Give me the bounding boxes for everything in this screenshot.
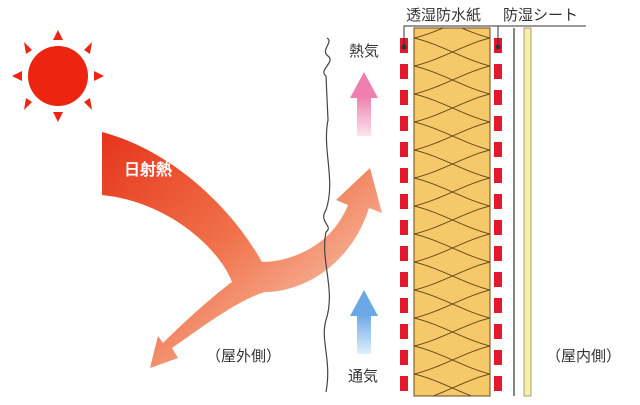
ventilation-label: 通気	[348, 367, 379, 385]
insulation-fiber	[414, 261, 490, 291]
indoor-side-label: （屋内側）	[546, 347, 622, 365]
interior-board	[523, 27, 532, 397]
insulation-fiber	[414, 373, 490, 396]
membrane-dash	[400, 168, 408, 183]
insulation-fiber	[414, 149, 490, 179]
insulation-fiber	[414, 93, 490, 123]
vapor-barrier-dash	[494, 220, 502, 235]
vapor-barrier-label: 防湿シート	[503, 6, 579, 24]
membrane-dash	[400, 116, 408, 131]
outer-siding-line	[323, 37, 331, 393]
insulation-fiber	[414, 345, 490, 375]
vapor-barrier-dash	[494, 298, 502, 313]
solar-heat-label: 日射熱	[124, 160, 173, 179]
insulation-fiber	[414, 233, 490, 263]
vapor-barrier-dash	[494, 142, 502, 157]
insulation-fiber	[414, 28, 490, 39]
insulation-fiber	[414, 121, 490, 151]
vapor-barrier-dash	[494, 194, 502, 209]
insulation-block	[413, 27, 491, 397]
membrane-dash	[400, 298, 408, 313]
solar-heat-arrow	[102, 132, 382, 368]
outdoor-side-label: （屋外側）	[206, 347, 282, 365]
insulation-fiber	[414, 289, 490, 319]
vapor-barrier-dash	[494, 272, 502, 287]
insulation-fiber	[414, 317, 490, 347]
sun-icon	[12, 30, 104, 122]
insulation-fiber	[414, 65, 490, 95]
vapor-barrier-dash	[494, 168, 502, 183]
membrane-dash	[400, 272, 408, 287]
membrane-dash	[400, 376, 408, 391]
insulation-fiber	[414, 37, 490, 67]
membrane-dash	[400, 324, 408, 339]
membrane-dash	[400, 350, 408, 365]
vapor-barrier-dash	[494, 246, 502, 261]
membrane-dash	[400, 220, 408, 235]
vapor-barrier-membrane	[494, 38, 502, 391]
insulation-fiber	[414, 177, 490, 207]
membrane-dash	[400, 90, 408, 105]
ventilation-up-arrow	[350, 290, 378, 354]
insulation-fiber	[414, 205, 490, 235]
membrane-dash	[400, 194, 408, 209]
vapor-barrier-dash	[494, 116, 502, 131]
vapor-barrier-dash	[494, 350, 502, 365]
vapor-barrier-dash	[494, 376, 502, 391]
membrane-dash	[400, 64, 408, 79]
heat-up-arrow	[350, 72, 378, 136]
membrane-dash	[400, 246, 408, 261]
label-leaders	[401, 25, 586, 50]
vapor-barrier-dash	[494, 324, 502, 339]
breathable-membrane	[400, 38, 408, 391]
breathable-sheet-label: 透湿防水紙	[406, 6, 482, 24]
membrane-dash	[400, 142, 408, 157]
vapor-barrier-dash	[494, 64, 502, 79]
vapor-barrier-dash	[494, 90, 502, 105]
heat-air-label: 熱気	[349, 42, 380, 60]
